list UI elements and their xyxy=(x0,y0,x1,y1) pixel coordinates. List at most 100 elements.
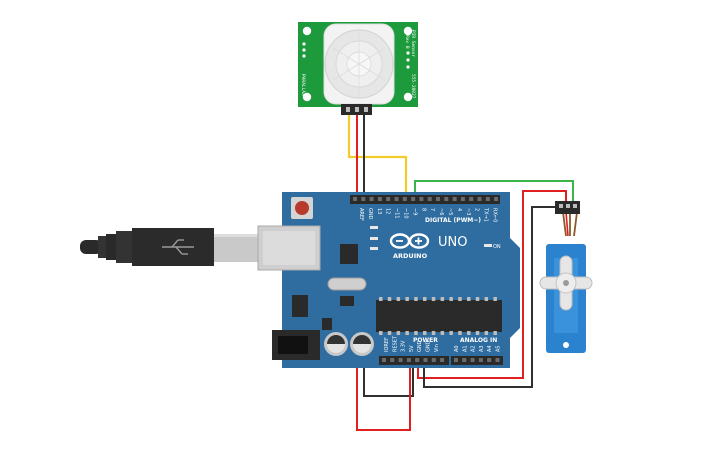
small-chip xyxy=(322,318,332,330)
header-pin-hole[interactable] xyxy=(477,197,482,201)
header-pin-hole[interactable] xyxy=(419,197,424,201)
pir-model-text: PIR Sensor xyxy=(410,30,416,57)
digital-header[interactable] xyxy=(350,195,500,204)
wire-servo-ground[interactable] xyxy=(423,206,559,388)
header-pin-hole[interactable] xyxy=(361,197,366,201)
power-pin-label: IOREF xyxy=(384,337,390,352)
micro-servo[interactable] xyxy=(539,201,593,353)
power-jack[interactable] xyxy=(272,330,320,360)
header-pin-hole[interactable] xyxy=(411,197,416,201)
header-pin-hole[interactable] xyxy=(440,358,445,362)
header-pin-hole[interactable] xyxy=(382,358,386,362)
power-header[interactable] xyxy=(379,356,449,365)
header-pin-hole[interactable] xyxy=(494,197,499,201)
ic-pin xyxy=(475,331,480,335)
analog-pin-label: A2 xyxy=(471,345,477,352)
wire-pir-signal[interactable] xyxy=(347,115,408,197)
header-pin-hole[interactable] xyxy=(495,358,500,362)
wire-servo-signal[interactable] xyxy=(414,180,574,202)
analog-pin-label: A4 xyxy=(487,345,493,352)
analog-pin-label: A5 xyxy=(496,345,502,352)
header-pin-hole[interactable] xyxy=(377,197,382,201)
analog-section-label: ANALOG IN xyxy=(460,337,497,344)
ic-pin xyxy=(431,331,436,335)
header-pin-hole[interactable] xyxy=(423,358,428,362)
pir-brand: PARALLAX xyxy=(300,74,306,96)
small-chip xyxy=(340,296,354,306)
digital-pin-label: ~3 xyxy=(465,208,471,215)
ic-pin xyxy=(493,297,497,301)
ic-pin xyxy=(440,297,445,301)
power-pin-label: 3.3V xyxy=(401,340,407,352)
reset-button[interactable] xyxy=(291,197,313,219)
header-pin-hole[interactable] xyxy=(386,197,391,201)
digital-pin-label: ~11 xyxy=(394,208,400,219)
analog-pin-label: A1 xyxy=(462,345,468,352)
header-pin-hole[interactable] xyxy=(431,358,436,362)
status-leds xyxy=(370,226,492,250)
header-pin-hole[interactable] xyxy=(470,358,475,362)
usb-symbol-icon xyxy=(162,239,194,255)
pir-part-number: 555-28027 xyxy=(410,74,416,99)
header-pin-hole[interactable] xyxy=(402,197,407,201)
servo-horn[interactable] xyxy=(539,255,593,311)
capacitor xyxy=(324,332,348,356)
capacitor xyxy=(350,332,374,356)
ic-pin xyxy=(379,297,383,301)
atmega-microcontroller xyxy=(376,297,502,335)
header-pin-hole[interactable] xyxy=(487,358,492,362)
header-pin-hole[interactable] xyxy=(427,197,432,201)
mounting-hole xyxy=(403,92,413,102)
ic-pin xyxy=(414,297,418,301)
pir-revision-text: Rev B xyxy=(404,35,410,49)
ic-pin xyxy=(396,297,401,301)
voltage-regulator xyxy=(292,295,308,317)
header-pin-hole[interactable] xyxy=(415,358,420,362)
power-pin-label: GND xyxy=(417,340,423,352)
header-pin-hole[interactable] xyxy=(394,197,399,201)
header-pin-hole[interactable] xyxy=(369,197,374,201)
ic-pin xyxy=(405,331,409,335)
ic-pin xyxy=(493,331,497,335)
usb-interface-chip xyxy=(340,244,358,264)
header-pin-hole[interactable] xyxy=(462,358,467,362)
digital-pin-label: 12 xyxy=(385,208,391,214)
digital-pin-label: AREF xyxy=(358,208,364,221)
power-pin-label: 5V xyxy=(409,345,415,352)
analog-pin-label: A3 xyxy=(479,345,485,352)
header-pin-hole[interactable] xyxy=(444,197,449,201)
header-pin-hole[interactable] xyxy=(406,358,411,362)
ic-pin xyxy=(387,297,392,301)
ic-pin xyxy=(484,297,489,301)
digital-pin-label: 8 xyxy=(420,208,426,211)
mounting-hole xyxy=(302,26,312,36)
crystal xyxy=(327,277,367,291)
pir-sensor[interactable]: PIR Sensor Rev B 555-28027 PARALLAX xyxy=(298,22,418,115)
power-pin-label: GND xyxy=(426,340,432,352)
analog-header[interactable] xyxy=(451,356,503,365)
pir-fresnel-lens xyxy=(323,23,395,105)
header-pin-hole[interactable] xyxy=(353,197,357,201)
digital-pin-label: TX→1 xyxy=(483,207,489,222)
header-pin-hole[interactable] xyxy=(469,197,474,201)
header-pin-hole[interactable] xyxy=(454,358,458,362)
header-pin-hole[interactable] xyxy=(390,358,395,362)
ic-pin xyxy=(449,331,453,335)
digital-pin-label: 4 xyxy=(456,208,462,211)
header-pin-hole[interactable] xyxy=(460,197,465,201)
header-pin-hole[interactable] xyxy=(478,358,483,362)
ic-pin xyxy=(440,331,445,335)
usb-cable[interactable] xyxy=(80,228,258,266)
power-pin-label: Vin xyxy=(434,344,440,352)
header-pin-hole[interactable] xyxy=(485,197,490,201)
digital-pin-label: GND xyxy=(367,208,373,220)
header-pin-hole[interactable] xyxy=(436,197,440,201)
ic-pin xyxy=(405,297,409,301)
header-pin-hole[interactable] xyxy=(452,197,457,201)
header-pin-hole[interactable] xyxy=(398,358,403,362)
on-led-label: ON xyxy=(493,244,501,250)
wire-servo-power[interactable] xyxy=(417,190,567,379)
